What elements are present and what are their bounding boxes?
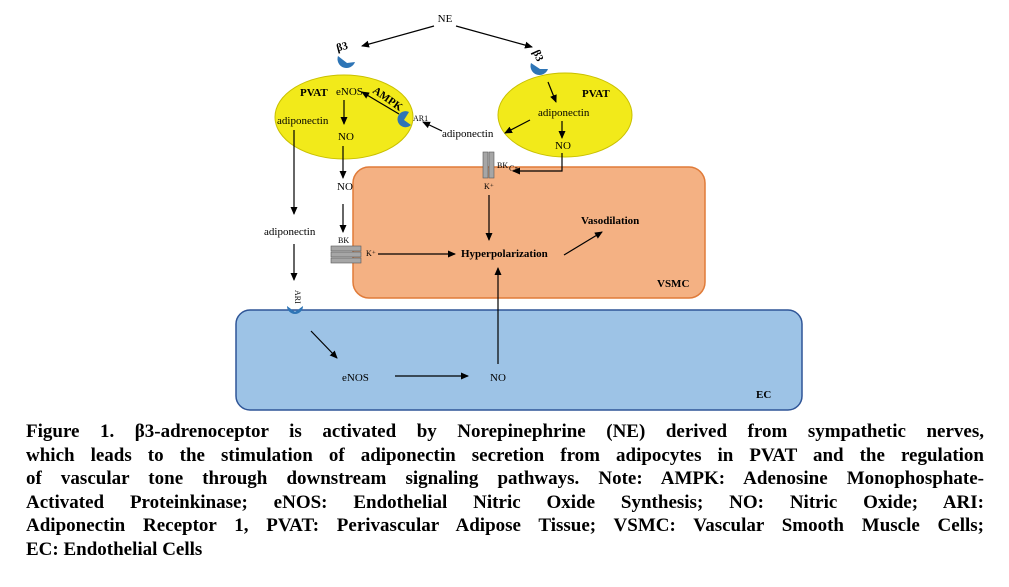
bk-channel-left-icon [330, 245, 362, 264]
adiponectin-mid-to-ar1-arrow [422, 121, 443, 132]
ne-arrow-left [361, 25, 435, 48]
enos-ec-label: eNOS [342, 372, 369, 384]
beta3-label-right: β3 [530, 48, 546, 64]
ar1-small-label: AR1 [413, 114, 428, 123]
adiponectin-mid-label: adiponectin [442, 128, 494, 140]
caption-line-1: Figure 1. β3-adrenoceptor is activated b… [26, 421, 984, 442]
ec-label: EC [756, 389, 771, 401]
ar1-receptor-small-icon [397, 111, 411, 128]
beta3-receptor-right-icon [530, 63, 548, 76]
beta3-label-left: β3 [335, 40, 349, 55]
hyperpolarization-to-vasodilation-arrow [563, 231, 603, 256]
vsmc-label: VSMC [657, 278, 689, 290]
k-left-label: K⁺ [366, 249, 376, 258]
adiponectin-right-to-mid-arrow [504, 119, 531, 134]
adiponectin-right-ellipse-label: adiponectin [538, 107, 590, 119]
ec-box [235, 309, 803, 411]
bk-left-label: BK [338, 236, 349, 245]
adiponectin-down-label: adiponectin [264, 226, 316, 238]
hyperpolarization-label: Hyperpolarization [461, 248, 548, 260]
enos-top-label: eNOS [336, 86, 363, 98]
ne-label: NE [438, 13, 453, 25]
beta3-to-adiponectin-right-arrow [547, 81, 557, 103]
caption-line-5: Adiponectin Receptor 1, PVAT: Perivascul… [26, 515, 984, 536]
adiponectin-left-ellipse-label: adiponectin [277, 115, 329, 127]
bk-channel-right-icon [482, 151, 495, 179]
ca-label: Ca [509, 164, 518, 173]
pvat-right-ellipse [497, 72, 633, 158]
caption-line-6: EC: Endothelial Cells [26, 538, 203, 560]
ampk-arrow [361, 91, 400, 115]
no-left-out-label: NO [337, 181, 353, 193]
no-left-ellipse-label: NO [338, 131, 354, 143]
ne-arrow-right [455, 25, 533, 49]
beta3-receptor-left-icon [337, 56, 355, 69]
pvat-right-label: PVAT [582, 88, 610, 100]
signaling-diagram: NE β3 β3 PVAT eNOS AMPK AR1 adiponectin … [235, 13, 803, 411]
figure-caption: Figure 1. β3-adrenoceptor is activated b… [26, 420, 984, 561]
bk-right-label: BK [497, 161, 508, 170]
caption-line-3: of vascular tone through downstream sign… [26, 468, 984, 489]
caption-line-2: which leads to the stimulation of adipon… [26, 444, 984, 466]
k-right-label: K⁺ [484, 182, 494, 191]
pvat-left-label: PVAT [300, 87, 328, 99]
vasodilation-label: Vasodilation [581, 215, 639, 227]
no-right-ellipse-label: NO [555, 140, 571, 152]
ari-receptor-icon [287, 306, 303, 314]
ari-label: ARI [293, 290, 302, 304]
ari-to-enos-arrow [310, 330, 338, 359]
no-right-to-bk-arrow [512, 153, 563, 175]
no-ec-label: NO [490, 372, 506, 384]
vsmc-box [352, 166, 706, 299]
caption-line-4: Activated Proteinkinase; eNOS: Endotheli… [26, 491, 984, 513]
